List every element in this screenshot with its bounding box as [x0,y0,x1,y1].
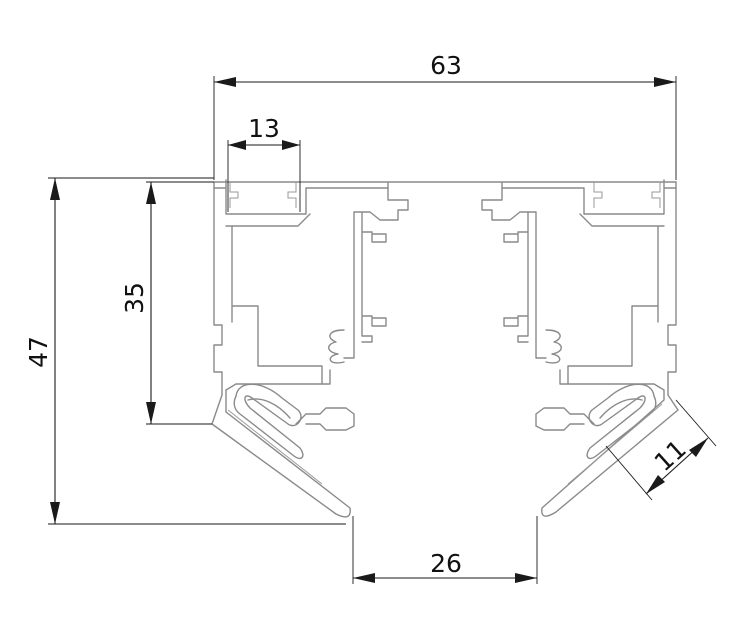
arrow-head [146,182,156,204]
dimension-label-overall-height: 47 [24,336,53,368]
dimension-label-inner-height: 35 [120,282,149,314]
arrow-head [515,573,537,583]
arrow-head [646,475,665,494]
profile-inner-left [225,213,323,385]
arrow-head [50,502,60,524]
dimension-label-opening-width: 26 [430,549,462,578]
profile-spring-right [545,329,562,364]
profile-slot-right [593,182,661,208]
profile-slot-left [229,182,297,208]
dimension-label-lens-depth: 11 [649,434,692,477]
profile-top-plate [213,179,677,215]
dimension-lens-depth: 11 [605,399,717,501]
profile-clip-right [535,407,595,431]
arrow-head [282,140,300,150]
profile-lens-right [586,383,657,460]
arrow-head [146,402,156,424]
arrow-head [353,573,375,583]
dimension-slot-width: 13 [227,114,301,212]
dimension-label-slot-width: 13 [248,114,280,143]
profile-channel-right [481,187,547,359]
profile-clip-left [295,407,355,431]
dimension-label-overall-width: 63 [430,51,462,80]
profile-section [211,179,679,518]
dimension-opening-width: 26 [352,516,538,584]
profile-inner-right [567,213,665,385]
arrow-head [654,77,676,87]
profile-diffuser-left [227,409,323,485]
dimension-inner-height: 35 [120,181,214,425]
profile-channel-left [343,187,409,359]
dimension-overall-height: 47 [24,177,346,525]
arrow-head [50,178,60,200]
profile-spring-left [328,329,345,364]
arrow-head [689,438,708,457]
arrow-head [228,140,246,150]
profile-outer-right [541,181,679,517]
profile-lens-left [233,383,304,460]
profile-diffuser-right [567,403,663,485]
dimension-overall-width: 63 [213,51,677,180]
profile-outer-left [211,181,351,518]
arrow-head [214,77,236,87]
